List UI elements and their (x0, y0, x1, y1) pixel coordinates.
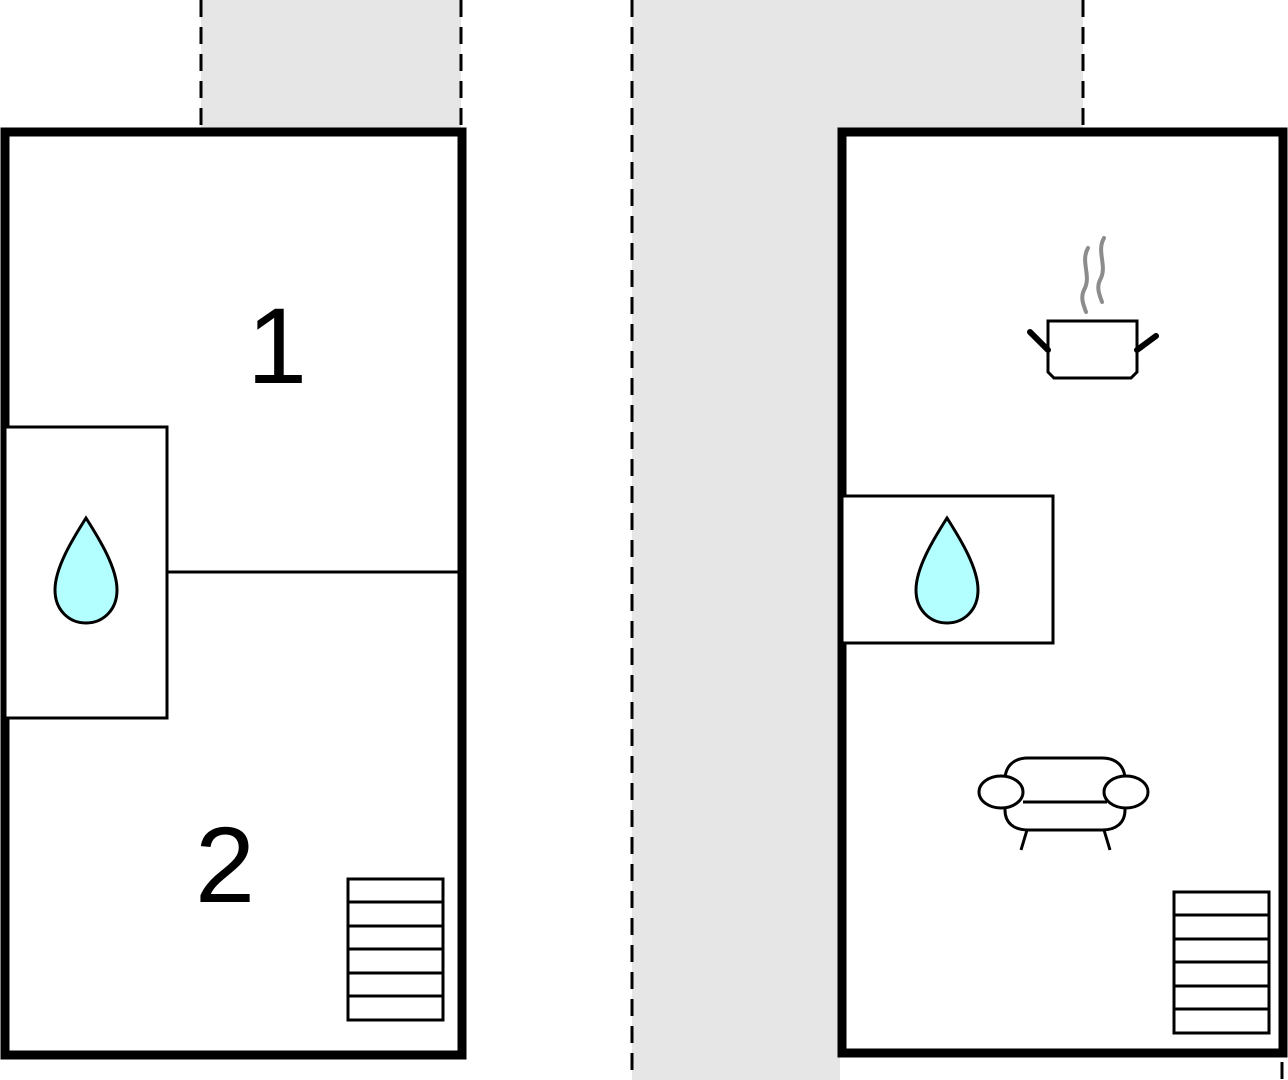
left-floor: 1 2 (0, 127, 467, 1060)
water-drop-icon (53, 515, 119, 625)
steaming-pot-icon (1027, 236, 1159, 380)
center-corridor-shaded-area (632, 0, 1083, 132)
room-1-number: 1 (247, 285, 307, 406)
steam-lines (1080, 236, 1106, 314)
shaded-areas (201, 0, 1083, 1080)
staircase-icon (1172, 890, 1271, 1035)
right-floor (837, 127, 1288, 1058)
dashed-boundaries (199, 0, 1284, 1080)
sofa-icon (977, 756, 1150, 851)
pot-handle-right (1134, 333, 1159, 353)
pot-body (1046, 319, 1139, 380)
staircase-icon (346, 877, 445, 1022)
center-corridor-lower-shaded-area (632, 132, 840, 1080)
water-drop-icon (914, 515, 980, 625)
room-2-number: 2 (195, 804, 255, 925)
pot-handle-left (1027, 329, 1051, 353)
left-entry-shaded-area (201, 0, 461, 132)
